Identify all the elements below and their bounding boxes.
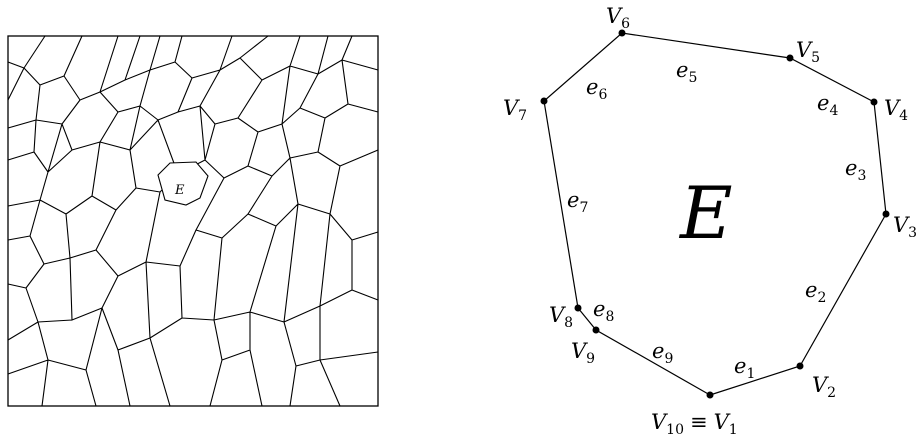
edge-label-e8: e8 xyxy=(593,297,614,325)
vertex-label-v9: V9 xyxy=(571,339,595,367)
vertex-dot-v1 xyxy=(706,391,714,399)
vertex-label-v4: V4 xyxy=(884,96,908,124)
mesh-element-e xyxy=(157,161,209,206)
edge-label-e3: e3 xyxy=(845,156,866,184)
vertex-dots xyxy=(540,29,890,399)
vertex-dot-v6 xyxy=(618,29,626,37)
polygon-element: E V10≡V1 V2 V3 V4 V5 V6 V7 xyxy=(503,4,917,438)
mesh-cell-edges xyxy=(7,35,379,407)
edge-labels: e1 e2 e3 e4 e5 e6 e7 e8 xyxy=(567,58,866,382)
vertex-label-v3: V3 xyxy=(893,213,917,241)
vertex-dot-v5 xyxy=(786,54,794,62)
vertex-label-v5: V5 xyxy=(796,38,820,66)
element-boundary xyxy=(543,32,887,396)
edge-label-e2: e2 xyxy=(805,278,826,306)
polygonal-mesh: E xyxy=(7,35,379,407)
mesh-element-label: E xyxy=(174,183,185,198)
vertex-dot-v9 xyxy=(592,326,600,334)
edge-label-e6: e6 xyxy=(586,75,607,103)
vertex-label-v7: V7 xyxy=(503,96,527,124)
vertex-dot-v3 xyxy=(882,210,890,218)
edge-label-e5: e5 xyxy=(676,58,697,86)
vertex-label-v8: V8 xyxy=(549,303,573,331)
element-label: E xyxy=(678,171,733,255)
vertex-label-v10-v1: V10≡V1 xyxy=(651,410,738,438)
vertex-dot-v4 xyxy=(870,98,878,106)
edge-label-e9: e9 xyxy=(652,339,673,367)
edge-label-e4: e4 xyxy=(817,91,838,119)
vertex-label-v2: V2 xyxy=(812,373,836,401)
vertex-labels: V10≡V1 V2 V3 V4 V5 V6 V7 V8 xyxy=(503,4,917,438)
edge-label-e7: e7 xyxy=(567,188,588,216)
vertex-dot-v8 xyxy=(574,304,582,312)
edge-label-e1: e1 xyxy=(734,354,755,382)
mesh-boundary xyxy=(7,35,379,407)
mesh-cell-edges-path xyxy=(7,35,379,407)
vertex-label-v6: V6 xyxy=(606,4,630,32)
vertex-dot-v2 xyxy=(796,362,804,370)
vertex-dot-v7 xyxy=(540,97,548,105)
